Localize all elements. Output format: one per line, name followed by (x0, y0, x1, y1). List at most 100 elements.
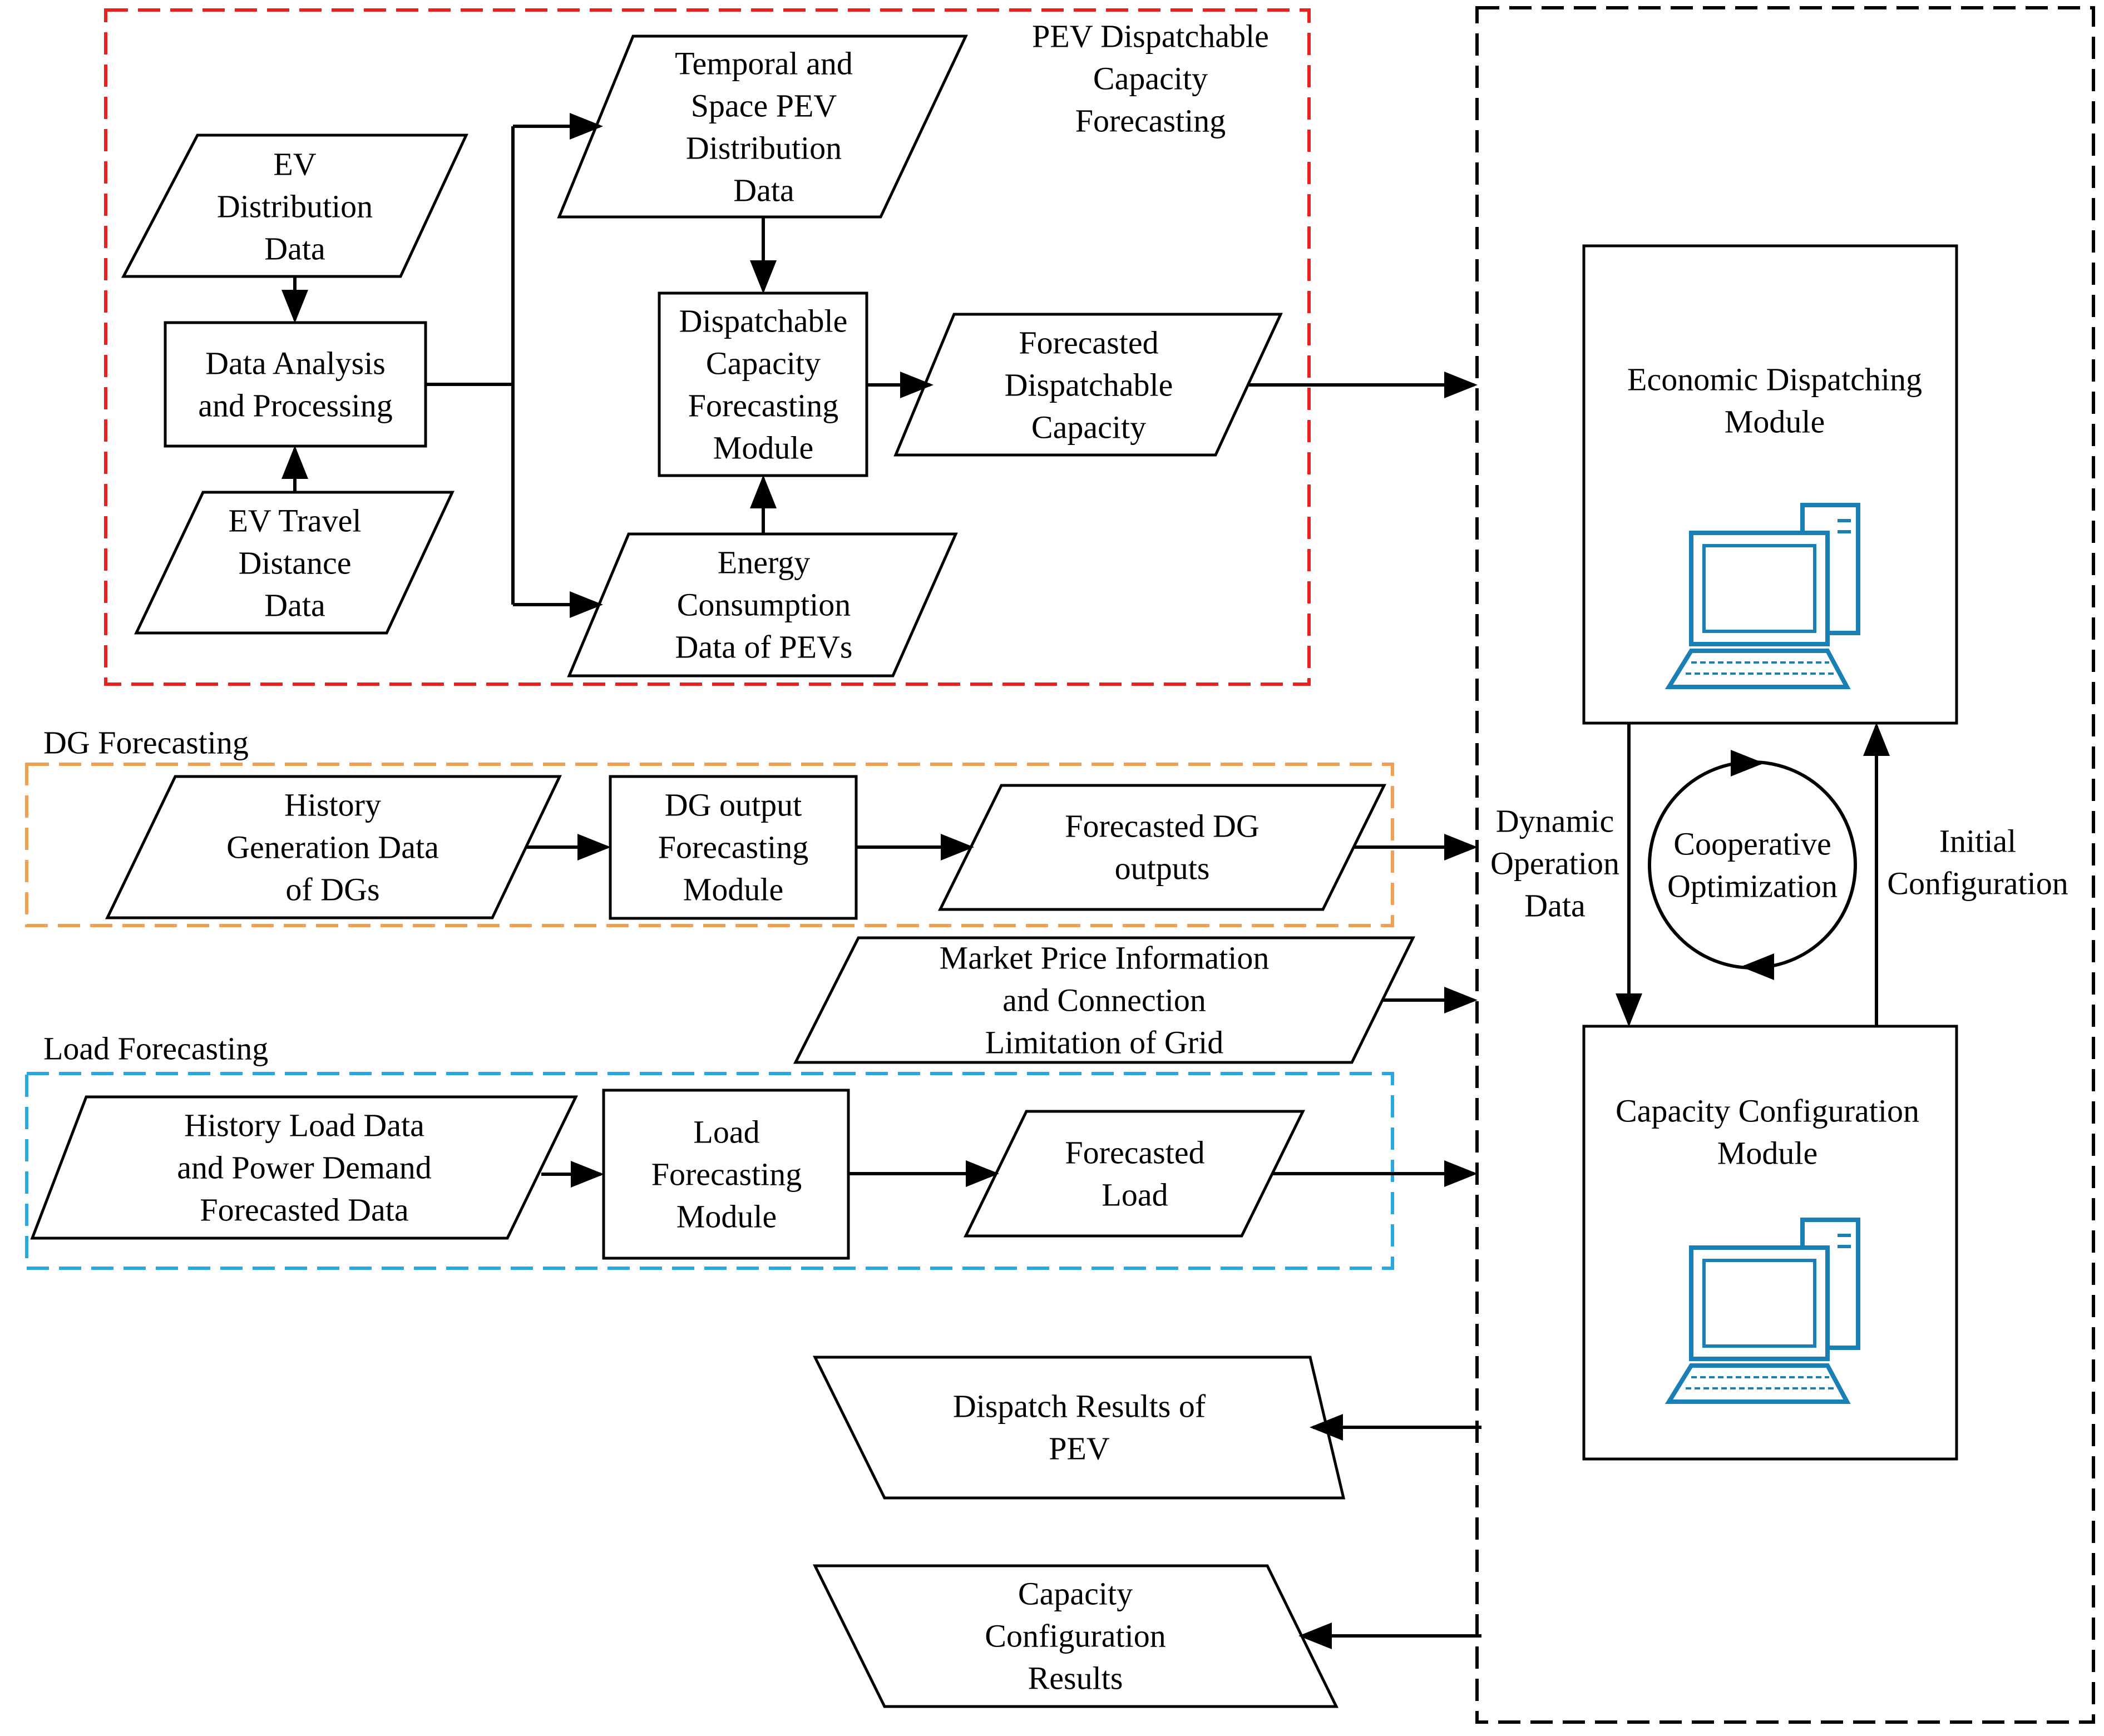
energy-consumption-label-line: Data of PEVs (675, 629, 853, 665)
data-analysis-label-line: Data Analysis (205, 345, 386, 382)
ev-travel-label-line: EV Travel (228, 503, 361, 539)
capacity-configuration-results (812, 1564, 1339, 1708)
load-module-label-line: Load (693, 1114, 759, 1150)
dg-module-label-line: Forecasting (658, 829, 809, 865)
history-load-label-line: Forecasted Data (200, 1192, 408, 1228)
dg-output-module (609, 775, 858, 920)
cooperative-optimization-cycle (1648, 760, 1857, 970)
history-generation-label-line: History (284, 787, 381, 823)
dispatchable-module-label-line: Dispatchable (679, 303, 848, 339)
energy-consumption-label-line: Energy (718, 545, 810, 581)
pev-group-title-line: PEV Dispatchable (1032, 18, 1269, 55)
history-load-label-line: and Power Demand (177, 1150, 431, 1186)
temporal-space-label-line: Distribution (686, 130, 842, 166)
history-generation-data (105, 775, 562, 919)
data-analysis-label-line: and Processing (198, 388, 393, 424)
temporal-space-label-line: Data (733, 172, 794, 209)
history-load-data (30, 1095, 578, 1240)
ev-travel-label-line: Data (264, 587, 325, 624)
energy-consumption-data (567, 532, 958, 677)
dispatchable-module-label-line: Forecasting (688, 388, 839, 424)
economic-module-label-line: Economic Dispatching (1627, 362, 1922, 398)
dg-module-label-line: Module (683, 872, 783, 908)
history-generation-label-line: of DGs (285, 872, 379, 908)
load-group-title: Load Forecasting (43, 1031, 268, 1067)
dynamic-operation-data-label-line: Data (1524, 888, 1586, 924)
economic-module-label-line: Module (1725, 404, 1825, 440)
capacity-results-label-line: Capacity (1018, 1576, 1133, 1612)
forecasted-dg-label-line: outputs (1115, 850, 1210, 887)
dispatch-results-pev (812, 1356, 1346, 1500)
capacity-module-label-line: Capacity Configuration (1616, 1093, 1919, 1129)
ev-travel-label-line: Distance (239, 545, 352, 581)
capacity-module-label-line: Module (1717, 1135, 1817, 1171)
market-price-label-line: Limitation of Grid (985, 1025, 1224, 1061)
pev-group-title-line: Capacity (1093, 61, 1208, 97)
data-analysis-label: Data Analysis and Processing (198, 345, 393, 424)
history-generation-label-line: Generation Data (226, 829, 439, 865)
load-forecasting-group (25, 1072, 1394, 1270)
ev-distribution-data-label-line: EV (273, 146, 316, 182)
dispatch-results-label-line: PEV (1049, 1431, 1110, 1467)
dispatchable-module-label-line: Capacity (706, 345, 821, 382)
dispatchable-module-label-line: Module (713, 430, 813, 466)
temporal-space-pev-data (557, 34, 968, 219)
forecasted-dg-label-line: Forecasted DG (1065, 808, 1260, 844)
forecasted-dispatchable-label-line: Forecasted (1019, 325, 1158, 361)
pev-group-title-line: Forecasting (1075, 103, 1226, 139)
pev-forecasting-group (104, 8, 1311, 686)
market-price-label-line: and Connection (1002, 982, 1206, 1018)
cooperative-optimization-label-line: Cooperative (1673, 826, 1831, 862)
dg-forecasting-group (25, 763, 1394, 927)
forecasted-dispatchable-label-line: Capacity (1031, 409, 1146, 446)
desktop-computer-icon (1665, 1218, 1860, 1404)
forecasted-load (964, 1110, 1306, 1238)
load-module-label-line: Forecasting (651, 1156, 802, 1193)
market-price-label-line: Market Price Information (940, 940, 1270, 976)
ev-distribution-data (121, 133, 468, 278)
desktop-computer-icon (1665, 503, 1860, 689)
initial-configuration-label-line: Initial (1939, 823, 2017, 859)
dispatch-results-label: Dispatch Results of PEV (953, 1388, 1206, 1467)
dg-group-title-line: DG Forecasting (43, 725, 249, 761)
initial-configuration-label-line: Configuration (1887, 865, 2068, 902)
load-group-title-line: Load Forecasting (43, 1031, 268, 1067)
market-price-information (793, 936, 1416, 1064)
load-module-label-line: Module (676, 1199, 777, 1235)
dynamic-operation-data-label-line: Dynamic (1496, 803, 1614, 839)
dg-group-title: DG Forecasting (43, 725, 249, 761)
load-forecasting-module (602, 1089, 850, 1260)
dynamic-operation-data-label-line: Operation (1490, 845, 1619, 882)
capacity-results-label-line: Results (1028, 1660, 1123, 1697)
dg-module-label-line: DG output (665, 787, 802, 823)
temporal-space-label-line: Temporal and (675, 46, 853, 82)
optimization-modules-group (1475, 6, 2095, 1724)
forecasted-dg-outputs (937, 784, 1387, 911)
forecasted-dispatchable-label-line: Dispatchable (1005, 367, 1173, 403)
capacity-results-label-line: Configuration (985, 1618, 1165, 1654)
forecasted-dispatchable-capacity (893, 313, 1283, 457)
market-price-label: Market Price Information and ConnectionLi… (940, 940, 1270, 1061)
ev-distribution-data-label-line: Data (264, 231, 325, 267)
forecasted-load-label-line: Load (1102, 1177, 1168, 1213)
energy-consumption-label-line: Consumption (677, 587, 851, 623)
dispatch-results-label-line: Dispatch Results of (953, 1388, 1206, 1425)
forecasted-dg-label: Forecasted DG outputs (1065, 808, 1260, 887)
